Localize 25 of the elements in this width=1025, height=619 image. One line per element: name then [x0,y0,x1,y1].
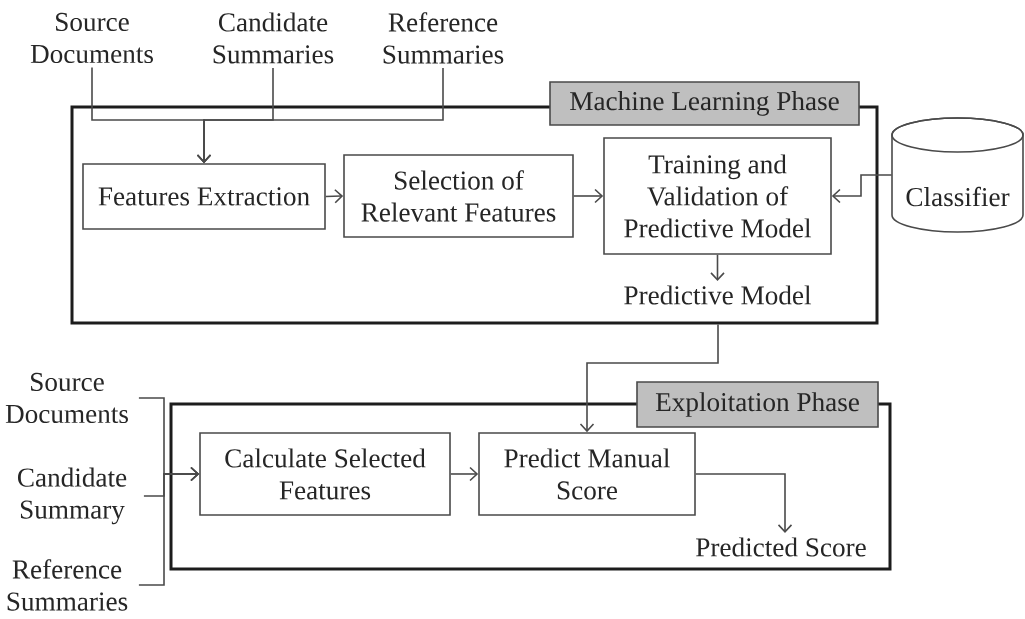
input-label: Source Documents [30,12,153,64]
arrow [573,188,604,204]
arrow [450,466,479,482]
arrow [831,174,893,204]
output-label: Predictive Model [624,285,812,305]
input-label: Candidate Summaries [213,12,334,64]
arrow [695,473,793,534]
input-label: Source Documents [5,372,128,424]
process-box: Features Extraction [82,163,326,230]
input-label: Reference Summaries [7,559,128,611]
phase-tab: Machine Learning Phase [549,81,860,126]
input-label: Reference Summaries [383,12,504,64]
arrow [325,188,344,204]
arrow [710,254,725,282]
phase-tab: Exploitation Phase [636,381,879,428]
process-box: Selection of Relevant Features [343,154,574,238]
input-label: Candidate Summary [18,467,127,525]
database-cylinder: Classifier [891,117,1024,233]
arrow [196,67,444,164]
output-label: Predicted Score [696,537,866,557]
process-box: Predict Manual Score [478,432,696,516]
arrow [579,323,719,433]
process-box: Training and Validation of Predictive Model [603,137,832,255]
arrow [138,466,200,586]
process-box: Calculate Selected Features [199,432,451,516]
